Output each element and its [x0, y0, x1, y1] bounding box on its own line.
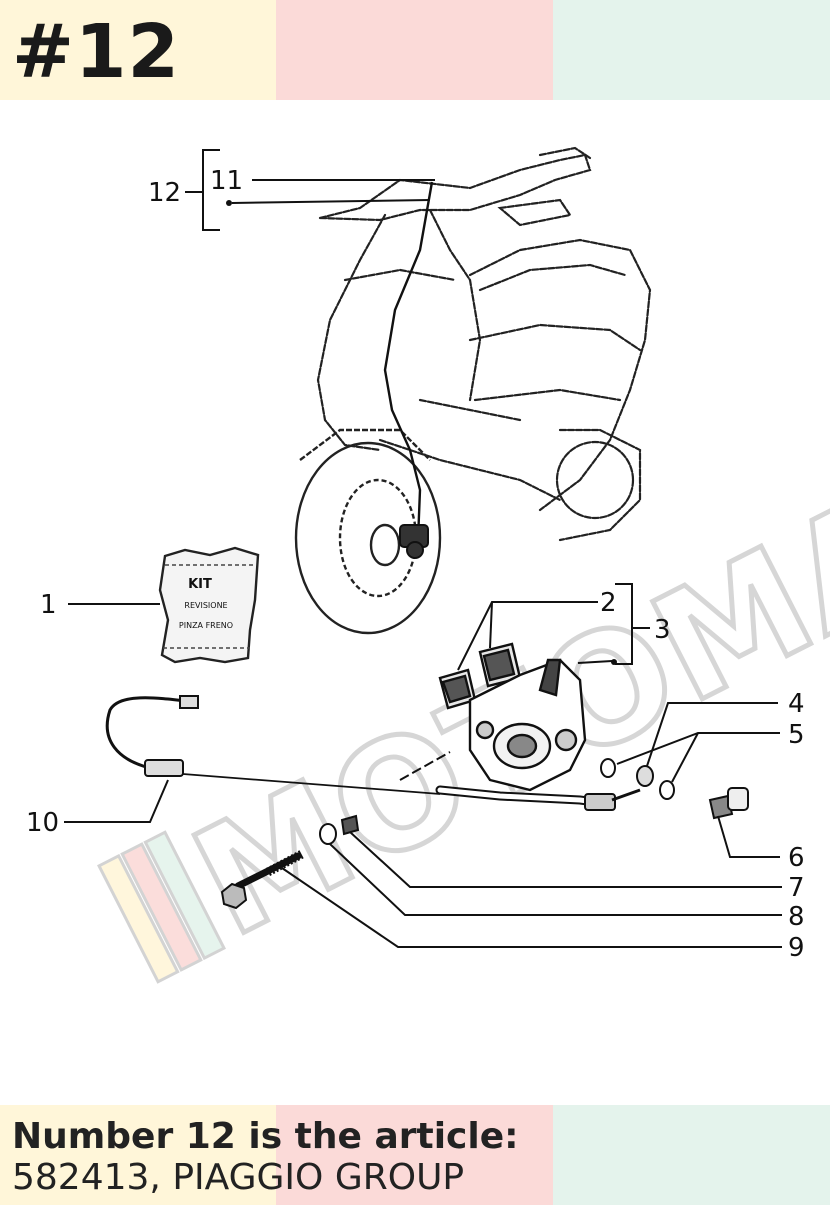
article-caption-number: 582413, PIAGGIO GROUP [12, 1157, 465, 1198]
callout-3-dot [611, 659, 617, 665]
header-band-mint [553, 0, 830, 100]
footer-band-pink [276, 1105, 553, 1205]
article-caption-heading: Number 12 is the article: [12, 1116, 519, 1157]
callout-11-dot [226, 200, 232, 206]
watermark-stripe-mint [143, 830, 227, 961]
callout-7: 7 [788, 873, 805, 903]
bolt-washer [319, 823, 337, 845]
callout-7-8-9-leaders [281, 831, 782, 948]
callout-6-leader [717, 815, 780, 858]
footer-band-mint [553, 1105, 830, 1205]
callout-6: 6 [788, 843, 805, 873]
callout-12-bracket [185, 149, 435, 231]
footer-band-yellow [0, 1105, 276, 1205]
header-band-pink [276, 0, 553, 100]
watermark-stripe-yellow [97, 853, 180, 984]
brake-pads [438, 642, 522, 710]
caliper-bolt [220, 850, 305, 910]
kit-label-line3: PINZA FRENO [179, 621, 233, 630]
watermark-stripe-pink [120, 842, 203, 972]
kit-pouch: KIT REVISIONE PINZA FRENO [158, 546, 260, 664]
callout-2: 2 [600, 588, 617, 618]
callout-11: 11 [210, 166, 243, 196]
caliper-axis [399, 751, 451, 781]
header-band [0, 0, 830, 100]
banjo-washers [600, 758, 675, 800]
callout-10-leader [64, 779, 169, 823]
front-caliper-mount [399, 524, 429, 559]
kit-label-line1: KIT [188, 577, 212, 592]
brake-hose [105, 695, 641, 811]
callout-8: 8 [788, 902, 805, 932]
front-wheel [294, 428, 442, 635]
header-band-yellow [0, 0, 276, 100]
footer-band [0, 1105, 830, 1205]
scooter-drawing [316, 146, 652, 542]
parts-diagram: MOTOMACCHIA [26, 146, 830, 984]
callout-9: 9 [788, 933, 805, 963]
callout-12: 12 [148, 178, 181, 208]
callout-1: 1 [40, 590, 57, 620]
bolt-spacer [340, 814, 360, 836]
kit-label-line2: REVISIONE [184, 601, 227, 610]
callout-4-5-leaders [616, 702, 780, 783]
brake-caliper [468, 658, 587, 792]
callout-10: 10 [26, 808, 59, 838]
brake-hose-route [383, 181, 434, 541]
bleed-screw [708, 787, 749, 820]
callout-3: 3 [654, 615, 671, 645]
callout-2-3-leaders [457, 583, 650, 671]
callout-4: 4 [788, 689, 805, 719]
callout-5: 5 [788, 720, 805, 750]
page-title: #12 [12, 9, 180, 95]
